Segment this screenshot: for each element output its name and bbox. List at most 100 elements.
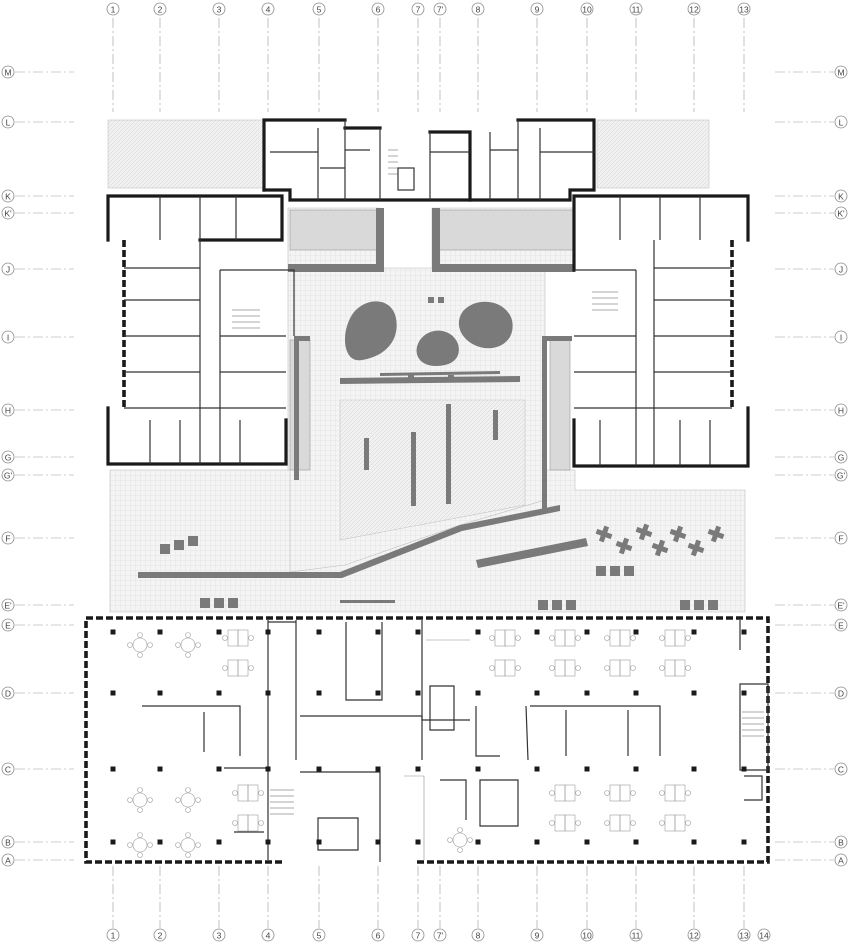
- workstation-cluster: [549, 659, 581, 677]
- cross-bench: [669, 525, 687, 543]
- structural-column: [475, 839, 481, 845]
- svg-text:7: 7: [416, 5, 421, 15]
- grid-bubble-col-bottom: 11: [629, 928, 643, 942]
- grid-bubble-col-bottom: 10: [580, 928, 594, 942]
- svg-text:10: 10: [582, 5, 592, 15]
- workstation-cluster: [489, 629, 521, 647]
- grid-bubble-col-top: 9: [530, 2, 544, 16]
- grid-bubble-row-right: F: [834, 531, 848, 545]
- grid-bubble-col-bottom: 9: [530, 928, 544, 942]
- structural-column: [475, 690, 481, 696]
- grid-bubble-col-top: 3: [212, 2, 226, 16]
- structural-column: [741, 839, 747, 845]
- svg-text:E': E': [4, 601, 12, 611]
- structural-column: [415, 839, 421, 845]
- structural-column: [691, 629, 697, 635]
- grid-bubble-row-right: K': [834, 206, 848, 220]
- svg-text:6: 6: [376, 931, 381, 941]
- svg-text:I: I: [840, 333, 842, 343]
- grid-bubble-row-left: D: [1, 686, 15, 700]
- svg-text:3: 3: [217, 5, 222, 15]
- workstation-cluster: [604, 629, 636, 647]
- structural-column: [265, 690, 271, 696]
- grid-bubble-col-top: 12: [687, 2, 701, 16]
- outdoor-cross-furniture: [595, 523, 725, 557]
- structural-column: [216, 766, 222, 772]
- svg-text:8: 8: [476, 5, 481, 15]
- svg-text:G: G: [838, 453, 845, 463]
- svg-text:F: F: [5, 534, 10, 544]
- grid-bubble-col-bottom: 8: [471, 928, 485, 942]
- svg-text:8: 8: [476, 931, 481, 941]
- structural-column: [475, 766, 481, 772]
- residential-wing-west: [106, 194, 295, 466]
- grid-bubble-row-left: J: [1, 262, 15, 276]
- grid-bubble-row-right: I: [834, 330, 848, 344]
- grid-bubble-col-top: 4: [261, 2, 275, 16]
- grid-bubble-col-bottom: 3: [212, 928, 226, 942]
- round-table: [127, 787, 153, 813]
- round-table: [175, 632, 201, 658]
- round-table: [175, 832, 201, 858]
- svg-text:E: E: [838, 621, 844, 631]
- workstation-cluster: [222, 629, 254, 647]
- grid-bubble-row-left: I: [1, 330, 15, 344]
- grid-bubble-row-left: H: [1, 403, 15, 417]
- svg-text:7': 7': [437, 931, 444, 941]
- svg-text:E: E: [5, 621, 11, 631]
- grid-bubble-row-left: M: [1, 65, 15, 79]
- structural-column: [584, 766, 590, 772]
- svg-text:E': E': [837, 601, 845, 611]
- svg-text:9: 9: [535, 931, 540, 941]
- svg-text:J: J: [839, 265, 843, 275]
- structural-column: [216, 839, 222, 845]
- residential-wing-east: [572, 194, 750, 468]
- structural-column: [265, 766, 271, 772]
- structural-column: [633, 766, 639, 772]
- workstation-cluster: [659, 629, 691, 647]
- svg-text:H: H: [838, 406, 844, 416]
- svg-text:A: A: [838, 856, 844, 866]
- structural-column: [110, 629, 116, 635]
- svg-text:14: 14: [759, 931, 769, 941]
- workstation-cluster: [549, 629, 581, 647]
- workstation-cluster: [604, 784, 636, 802]
- grid-bubble-col-bottom: 1: [106, 928, 120, 942]
- courtyard-landscape: [107, 119, 746, 613]
- structural-column: [216, 690, 222, 696]
- structural-column: [110, 839, 116, 845]
- structural-column: [415, 690, 421, 696]
- workstation-cluster: [659, 659, 691, 677]
- grid-bubble-row-right: C: [834, 762, 848, 776]
- structural-column: [691, 690, 697, 696]
- structural-column: [741, 766, 747, 772]
- round-table: [127, 832, 153, 858]
- grid-bubble-row-right: B: [834, 835, 848, 849]
- grid-bubble-col-top: 10: [580, 2, 594, 16]
- structural-column: [633, 690, 639, 696]
- structural-column: [584, 629, 590, 635]
- grid-bubble-row-right: G: [834, 450, 848, 464]
- grid-bubble-col-top: 8: [471, 2, 485, 16]
- structural-column: [110, 766, 116, 772]
- structural-column: [316, 839, 322, 845]
- grid-bubble-row-right: E: [834, 618, 848, 632]
- grid-bubble-row-left: E': [1, 598, 15, 612]
- structural-column: [534, 839, 540, 845]
- structural-column: [741, 629, 747, 635]
- svg-text:1: 1: [111, 931, 116, 941]
- workstation-cluster: [604, 659, 636, 677]
- svg-text:K: K: [5, 192, 11, 202]
- svg-text:C: C: [5, 765, 11, 775]
- svg-text:9: 9: [535, 5, 540, 15]
- structural-column: [584, 839, 590, 845]
- workstation-cluster: [222, 659, 254, 677]
- structural-column: [475, 629, 481, 635]
- grid-lines: [15, 18, 834, 928]
- svg-text:G': G': [4, 471, 13, 481]
- grid-bubble-col-bottom: 13: [737, 928, 751, 942]
- round-table: [447, 827, 473, 853]
- workstation-cluster: [232, 784, 264, 802]
- cross-bench: [595, 525, 613, 543]
